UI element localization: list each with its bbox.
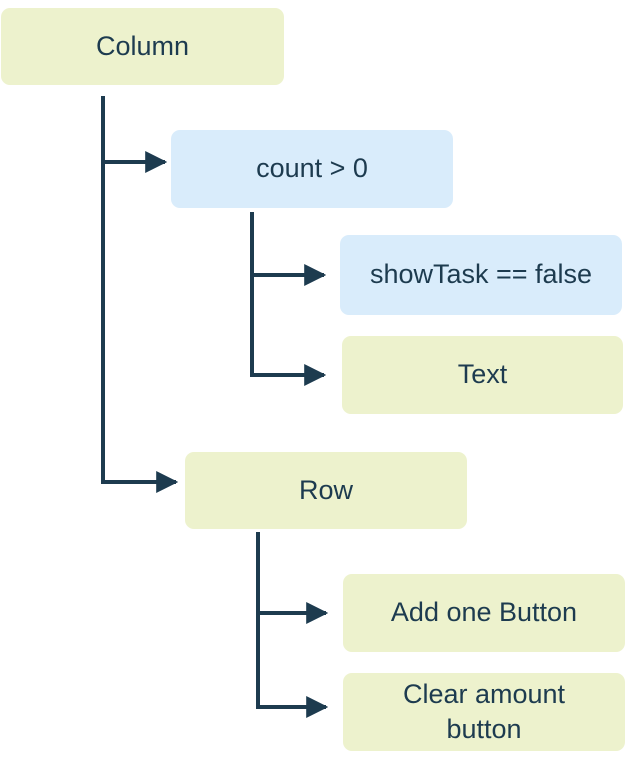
node-column-label: Column — [95, 30, 190, 61]
edge-count-text — [250, 212, 327, 386]
node-row-label: Row — [298, 474, 353, 505]
node-count-condition-label: count > 0 — [256, 153, 368, 184]
node-add-one-button-label: Add one Button — [390, 597, 578, 628]
node-clear-amount-button: Clear amount button — [343, 673, 625, 751]
node-column: Column — [1, 8, 284, 85]
node-text-widget: Text — [342, 336, 623, 414]
edge-column-row — [101, 96, 179, 493]
node-clear-amount-button-label: Clear amount button — [402, 678, 566, 744]
edge-row-clear — [256, 532, 329, 718]
node-showtask-condition: showTask == false — [340, 235, 622, 315]
node-row: Row — [185, 452, 467, 529]
node-showtask-condition-label: showTask == false — [369, 259, 593, 290]
node-count-condition: count > 0 — [171, 130, 453, 208]
node-add-one-button: Add one Button — [343, 574, 625, 652]
node-text-widget-label: Text — [457, 359, 508, 390]
